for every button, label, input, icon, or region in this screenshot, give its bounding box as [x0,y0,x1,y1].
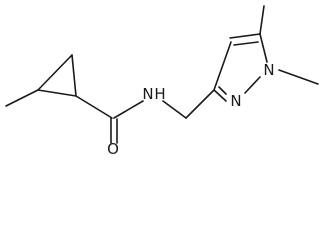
bond-pyrazole-c3-c4 [213,41,232,91]
molecule-diagram: N H O N N [5,5,319,156]
bond-pyrazole-c4-c5-double-outer [229,33,261,39]
bond-c5-methyl [259,5,265,35]
bond-pyrazole-n2-c3-inner [218,86,227,95]
bond-nh-to-methylene [162,100,187,119]
atom-label-amide-nitrogen: N [142,85,153,103]
bond-carbonyl-to-nh [113,100,144,119]
bond-cyclopropyl-methyl [5,89,39,107]
bond-cyclopropane-1 [37,54,73,91]
bond-pyrazole-c5-n1 [259,33,268,63]
bond-pyrazole-n1-n2 [244,76,261,94]
bond-cyclopropane-2 [71,54,77,97]
atom-label-carbonyl-oxygen: O [107,140,119,156]
bond-methylene-to-pyrazole [185,89,215,119]
bond-cyclopropane-3 [37,89,77,97]
bond-pyrazole-c4-c5-double-inner [233,41,259,46]
atom-label-pyrazole-n2: N [230,92,241,110]
atom-label-pyrazole-n1: N [263,61,274,79]
bond-ring-to-carbonyl [75,95,113,119]
bond-pyrazole-n2-c3-outer [213,89,227,102]
bond-n1-methyl [278,69,319,85]
atom-label-amide-hydrogen: H [154,85,165,103]
